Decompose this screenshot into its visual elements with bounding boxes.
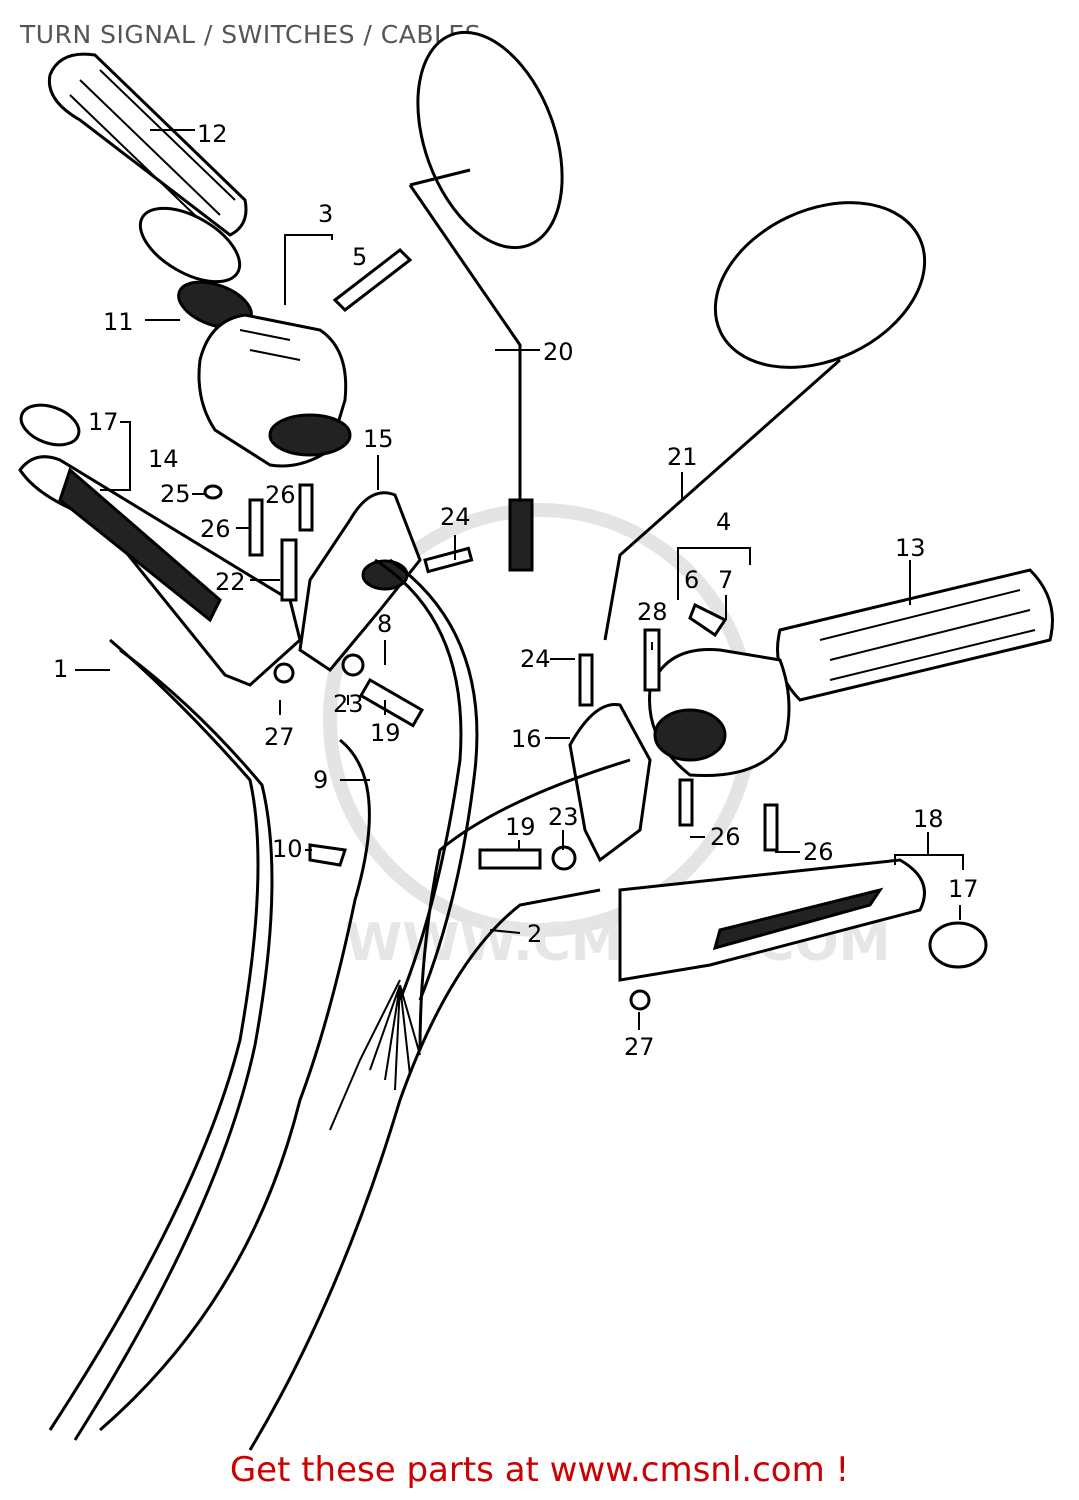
callout-25: 25 <box>160 480 191 508</box>
cables <box>48 558 631 1451</box>
clutch-lever <box>18 455 302 687</box>
callout-21: 21 <box>667 443 698 471</box>
callout-16: 16 <box>511 725 542 753</box>
callout-18: 18 <box>913 805 944 833</box>
callout-27-b: 27 <box>624 1033 655 1061</box>
callout-8: 8 <box>377 610 392 638</box>
callout-labels: 12 3 5 11 20 17 14 15 25 26 26 24 21 4 1… <box>53 120 979 1061</box>
right-grip <box>776 568 1054 702</box>
callout-14: 14 <box>148 445 179 473</box>
callout-26-a: 26 <box>265 481 296 509</box>
left-switch-housing <box>197 313 352 468</box>
callout-5: 5 <box>352 243 367 271</box>
leader-lines <box>75 129 964 1030</box>
callout-24-b: 24 <box>520 645 551 673</box>
callout-24-a: 24 <box>440 503 471 531</box>
callout-9: 9 <box>313 766 328 794</box>
page-title: TURN SIGNAL / SWITCHES / CABLES <box>20 20 482 49</box>
callout-1: 1 <box>53 655 68 683</box>
callout-3: 3 <box>318 200 333 228</box>
callout-13: 13 <box>895 534 926 562</box>
callout-6: 6 <box>684 566 699 594</box>
callout-12: 12 <box>197 120 228 148</box>
part-17-left-cap <box>19 403 81 447</box>
callout-10: 10 <box>272 835 303 863</box>
right-switch-housing <box>648 648 791 778</box>
callout-28: 28 <box>637 598 668 626</box>
left-mirror <box>408 30 564 572</box>
right-lever-bracket <box>568 703 652 863</box>
footer-link[interactable]: Get these parts at www.cmsnl.com ! <box>229 1450 850 1490</box>
callout-26-c: 26 <box>710 823 741 851</box>
callout-15: 15 <box>363 425 394 453</box>
callout-4: 4 <box>716 508 731 536</box>
callout-23-a: 23 <box>333 690 364 718</box>
callout-23-b: 23 <box>548 803 579 831</box>
callout-17-left: 17 <box>88 408 119 436</box>
part-5-screw <box>332 248 413 312</box>
wire-bundle <box>329 979 421 1131</box>
left-grip <box>47 52 253 330</box>
left-lever-bracket <box>298 491 422 672</box>
right-mirror <box>603 201 927 641</box>
brake-lever <box>618 858 926 982</box>
small-parts <box>203 483 779 1011</box>
callout-2: 2 <box>527 920 542 948</box>
callout-17-right: 17 <box>948 875 979 903</box>
callout-22: 22 <box>215 568 246 596</box>
callout-26-b: 26 <box>200 515 231 543</box>
callout-7: 7 <box>718 566 733 594</box>
callout-27-a: 27 <box>264 723 295 751</box>
callout-19-a: 19 <box>370 719 401 747</box>
callout-19-b: 19 <box>505 813 536 841</box>
callout-11: 11 <box>103 308 134 336</box>
part-17-right-cap <box>928 921 988 969</box>
callout-20: 20 <box>543 338 574 366</box>
callout-26-d: 26 <box>803 838 834 866</box>
